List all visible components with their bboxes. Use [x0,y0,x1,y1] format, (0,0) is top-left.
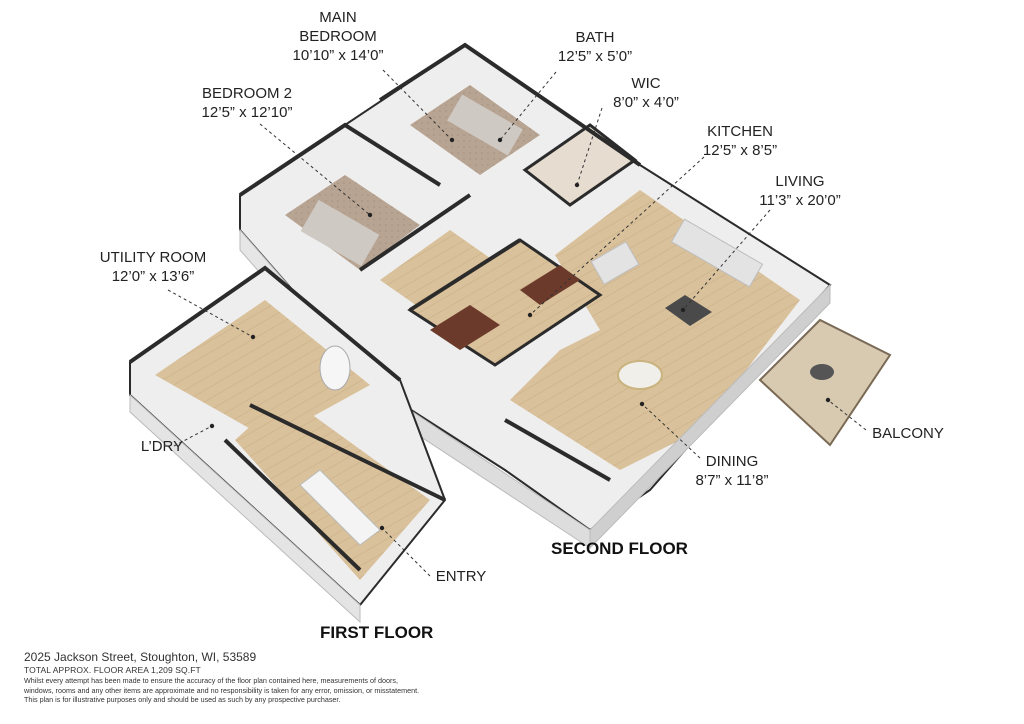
bed-2 [300,199,380,267]
armchair [590,241,640,285]
main-bedroom-name-1: MAIN [319,9,357,26]
dot-laundry [209,423,215,429]
laundry-name: L’DRY [140,438,184,455]
leader-lines [167,69,867,577]
utility-room-floor [155,300,370,440]
label-laundry: L’DRY [132,437,192,456]
leader-dots [209,137,831,531]
kitchen-name: KITCHEN [707,123,773,140]
leader-main-bedroom [382,69,453,141]
hall-floor [380,230,500,315]
wic-name: WIC [631,75,661,92]
label-living: LIVING 11’3” x 20’0” [748,172,852,210]
stairs [299,469,381,546]
kitchen-cabinets [430,305,500,350]
water-heater [319,345,351,391]
label-utility-room: UTILITY ROOM 12’0” x 13’6” [94,248,212,286]
label-kitchen: KITCHEN 12’5” x 8’5” [688,122,792,160]
balcony-floor [758,318,892,447]
wall-bedroom2 [238,122,442,197]
utility-name: UTILITY ROOM [99,249,207,266]
first-floor-title: FIRST FLOOR [320,623,434,642]
bed-main [447,94,523,156]
wall-kitchen [408,238,522,312]
dot-utility [250,334,256,340]
leader-utility [167,289,254,338]
kitchen-dims: 12’5” x 8’5” [702,142,778,159]
entry-name: ENTRY [435,568,487,585]
disclaimer-line-3: This plan is for illustrative purposes o… [24,695,341,704]
bedroom2-name: BEDROOM 2 [201,85,292,102]
wall-dining-south [504,418,611,482]
wall-main-bedroom [378,42,642,167]
balcony-name: BALCONY [872,425,944,442]
dot-entry [379,525,385,531]
first-floor-wall-face [129,393,361,624]
kitchen-cabinets-2 [520,265,580,305]
utility-dims: 12’0” x 13’6” [111,268,195,285]
disclaimer-line-1: Whilst every attempt has been made to en… [24,676,398,685]
label-main-bedroom: MAIN BEDROOM 10’10” x 14’0” [286,8,390,65]
dot-bath [497,137,503,143]
wall-stairs-left [223,438,362,572]
leader-bath [499,71,557,141]
label-wic: WIC 8’0” x 4’0” [598,74,694,112]
disclaimer-line-2: windows, rooms and any other items are a… [24,685,420,695]
dining-name: DINING [705,453,759,470]
main-bedroom-dims: 10’10” x 14’0” [292,47,384,64]
wall-stairs-right [249,403,446,502]
living-dims: 11’3” x 20’0” [759,192,841,209]
wall-hall [358,193,472,272]
total-area: TOTAL APPROX. FLOOR AREA 1,209 SQ.FT [24,665,201,675]
leader-balcony [827,399,867,431]
address: 2025 Jackson Street, Stoughton, WI, 5358… [24,650,257,664]
label-bath: BATH 12’5” x 5’0” [540,28,650,66]
leader-laundry [173,425,213,447]
sofa [670,218,764,288]
wic-dims: 8’0” x 4’0” [613,94,679,111]
bath-name: BATH [575,29,615,46]
bedroom2-dims: 12’5” x 12’10” [201,104,293,121]
dot-balcony [825,397,831,403]
main-bedroom-name-2: BEDROOM [299,28,377,45]
dot-dining [639,401,645,407]
footer: 2025 Jackson Street, Stoughton, WI, 5358… [24,650,724,705]
first-floor-plan [128,265,447,624]
leader-wic [576,107,603,186]
leader-entry [381,527,431,577]
label-entry: ENTRY [430,567,492,586]
dining-table [617,360,663,390]
dot-living [680,307,686,313]
second-floor-wall-face-right [589,283,831,550]
balcony-table [810,364,834,380]
coffee-table [665,295,712,326]
leader-living [682,209,771,311]
dot-bedroom2 [367,212,373,218]
dot-wic [574,182,580,188]
bath-dims: 12’5” x 5’0” [557,48,633,65]
dining-dims: 8’7” x 11’8” [695,472,769,489]
label-dining: DINING 8’7” x 11’8” [684,452,780,490]
living-name: LIVING [775,173,825,190]
wall-utility [128,265,402,382]
label-bedroom2: BEDROOM 2 12’5” x 12’10” [192,84,302,122]
second-floor-title: SECOND FLOOR [551,539,688,558]
label-balcony: BALCONY [866,424,950,443]
dot-main-bedroom [449,137,455,143]
leader-dining [641,403,701,459]
dot-kitchen [527,312,533,318]
